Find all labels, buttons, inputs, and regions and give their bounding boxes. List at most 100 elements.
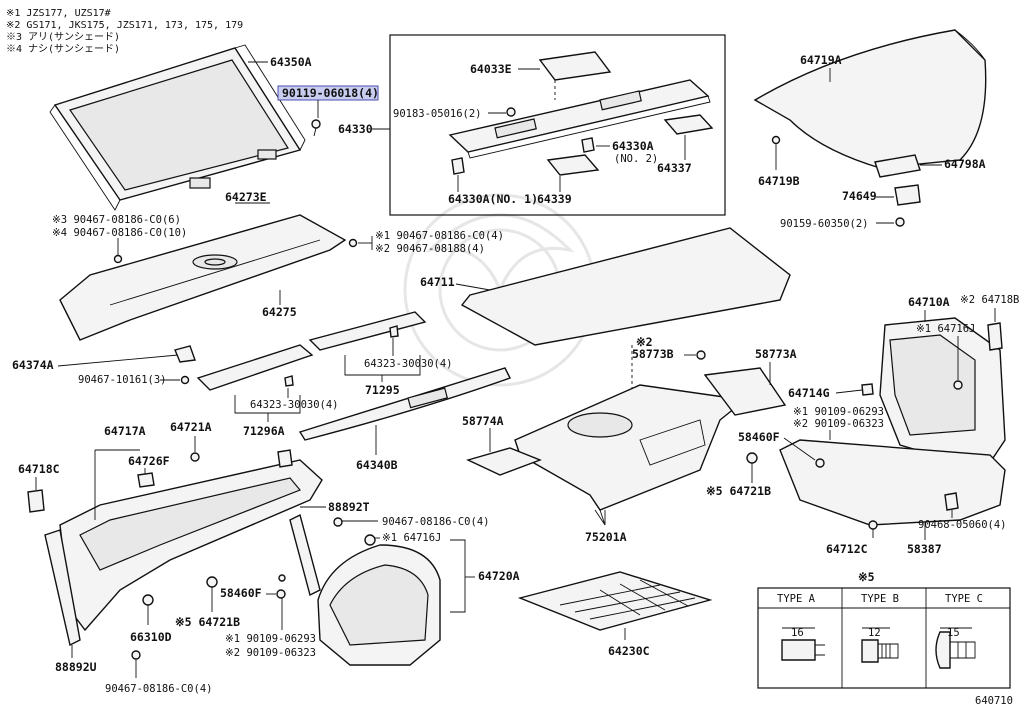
clip-64323-upper bbox=[389, 325, 399, 338]
clip-90467-bottom bbox=[131, 650, 141, 660]
label-64714G: 64714G bbox=[788, 386, 830, 400]
part-71295 bbox=[308, 311, 427, 351]
label-64323-lower: 64323-30030(4) bbox=[250, 399, 339, 411]
group-box-64330 bbox=[389, 34, 726, 216]
part-58774A bbox=[466, 447, 542, 476]
clip-64330A-no1 bbox=[451, 157, 465, 175]
diagram-id: 640710 bbox=[975, 695, 1013, 707]
clip-64721B-right bbox=[746, 452, 758, 464]
label-64033E: 64033E bbox=[470, 62, 512, 76]
note-1: ※1 JZS177, UZS17# bbox=[6, 8, 111, 19]
clip-64719B bbox=[771, 135, 781, 145]
label-90183: 90183-05016(2) bbox=[393, 108, 482, 120]
label-58774A: 58774A bbox=[462, 414, 504, 428]
clip-64712C bbox=[868, 520, 878, 530]
part-64339 bbox=[546, 154, 600, 176]
part-64340B bbox=[298, 367, 511, 441]
type-table-marker: ※5 bbox=[858, 570, 875, 584]
label-66310D: 66310D bbox=[130, 630, 172, 644]
part-64374A bbox=[174, 345, 196, 363]
label-64719B: 64719B bbox=[758, 174, 800, 188]
note-3: ※3 アリ(サンシェード) bbox=[6, 31, 120, 43]
label-90159: 90159-60350(2) bbox=[780, 218, 869, 230]
part-64337 bbox=[663, 114, 714, 135]
clip-64330A-no2 bbox=[581, 137, 595, 153]
part-71296A bbox=[196, 344, 314, 391]
label-64721A: 64721A bbox=[170, 420, 212, 434]
label-64323-upper: 64323-30030(4) bbox=[364, 358, 453, 370]
clip-64721B-left bbox=[206, 576, 218, 588]
clip-58773B bbox=[696, 350, 706, 360]
label-n3-90467: ※3 90467-08186-C0(6) bbox=[52, 214, 181, 226]
part-64719A-lid-trim bbox=[753, 29, 987, 169]
label-64719A: 64719A bbox=[800, 53, 842, 67]
label-n1-90109-left: ※1 90109-06293 bbox=[225, 633, 316, 645]
label-58460F-left: 58460F bbox=[220, 586, 262, 600]
label-64330A-no1: 64330A(NO. 1) bbox=[448, 192, 538, 206]
label-64716J-right: ※1 64716J bbox=[916, 323, 975, 335]
label-64330: 64330 bbox=[338, 122, 373, 136]
label-90119-06018[interactable]: 90119-06018(4) bbox=[282, 86, 379, 100]
label-64718C: 64718C bbox=[18, 462, 60, 476]
label-mark-2: ※2 bbox=[636, 335, 653, 349]
label-64718B: ※2 64718B bbox=[960, 294, 1019, 306]
highlighted-part-box bbox=[277, 85, 379, 101]
part-64718C bbox=[27, 489, 45, 513]
label-90467-10161: 90467-10161(3) bbox=[78, 374, 167, 386]
type-a-header: TYPE A bbox=[777, 593, 816, 605]
screw-90159 bbox=[895, 217, 905, 227]
label-64275: 64275 bbox=[262, 305, 297, 319]
label-58773B: 58773B bbox=[632, 347, 674, 361]
part-64717A-side-trim bbox=[44, 459, 323, 647]
clip-58460F-left bbox=[276, 589, 286, 599]
part-58773A bbox=[703, 367, 787, 416]
part-64718B bbox=[987, 322, 1003, 351]
label-64721B-left: ※5 64721B bbox=[175, 615, 240, 629]
part-64230C-cargo-net bbox=[517, 571, 713, 631]
label-64273E: 64273E bbox=[225, 190, 267, 204]
part-64720A-wheelhouse bbox=[289, 513, 441, 666]
label-no2: (NO. 2) bbox=[614, 153, 658, 165]
part-64350A-sunshade bbox=[49, 44, 306, 211]
part-64275-package-tray bbox=[59, 214, 347, 341]
part-75201A-tub bbox=[514, 384, 747, 526]
label-88892T: 88892T bbox=[328, 500, 370, 514]
clip-64726F bbox=[137, 472, 155, 488]
type-a-dim: 16 bbox=[791, 627, 804, 639]
label-64726F: 64726F bbox=[128, 454, 170, 468]
clip-90467-10161 bbox=[180, 375, 190, 385]
label-71296A: 71296A bbox=[243, 424, 285, 438]
label-58387: 58387 bbox=[907, 542, 942, 556]
part-64710A-side-trim bbox=[779, 317, 1006, 526]
label-90467-c4: 90467-08186-C0(4) bbox=[382, 516, 489, 528]
part-64711-trunk-mat bbox=[460, 227, 791, 346]
part-64330-panel bbox=[448, 79, 711, 159]
label-n1-90467: ※1 90467-08186-C0(4) bbox=[375, 230, 504, 242]
type-c-dim: 15 bbox=[947, 627, 960, 639]
part-64798A bbox=[874, 154, 921, 178]
label-64350A: 64350A bbox=[270, 55, 312, 69]
clip-64716J-left bbox=[364, 534, 376, 546]
label-64339: 64339 bbox=[537, 192, 572, 206]
label-64340B: 64340B bbox=[356, 458, 398, 472]
clip-58460F-right bbox=[815, 458, 825, 468]
type-a-fastener-icon bbox=[781, 627, 825, 661]
clip-90183 bbox=[506, 107, 516, 117]
label-n2-90109-left: ※2 90109-06323 bbox=[225, 647, 316, 659]
part-74649 bbox=[894, 184, 921, 206]
label-58773A: 58773A bbox=[755, 347, 797, 361]
label-64330A-no2: 64330A bbox=[612, 139, 654, 153]
clip-90467-c4 bbox=[333, 517, 343, 527]
clip-upper-left bbox=[277, 449, 293, 468]
type-b-fastener-icon bbox=[861, 627, 899, 663]
label-71295: 71295 bbox=[365, 383, 400, 397]
type-b-header: TYPE B bbox=[861, 593, 899, 605]
label-64717A: 64717A bbox=[104, 424, 146, 438]
label-64711: 64711 bbox=[420, 275, 455, 289]
label-75201A: 75201A bbox=[585, 530, 627, 544]
clip-left-90467 bbox=[113, 254, 123, 264]
label-90468: 90468-05060(4) bbox=[918, 519, 1007, 531]
clip-64721A bbox=[190, 452, 200, 462]
type-c-fastener-icon bbox=[935, 627, 976, 669]
